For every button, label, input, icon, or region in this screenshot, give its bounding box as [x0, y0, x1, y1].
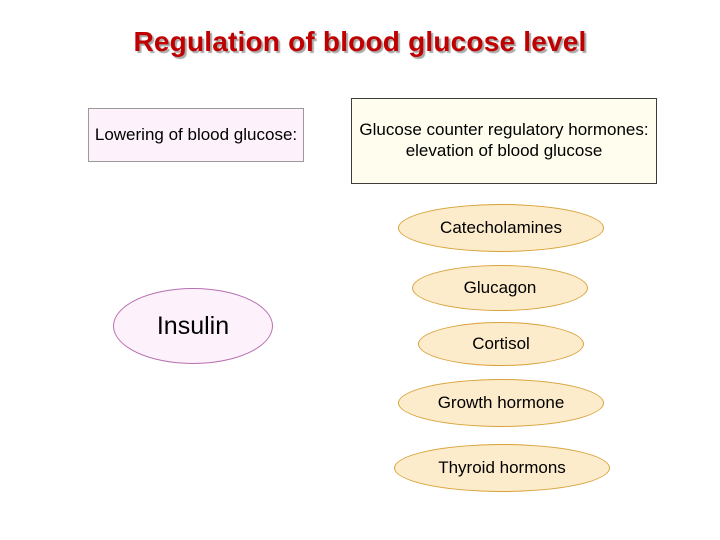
hormone-ellipse-cortisol: Cortisol — [418, 322, 584, 366]
hormone-label-thyroid-hormons: Thyroid hormons — [438, 458, 566, 477]
hormone-label-growth-hormone: Growth hormone — [437, 393, 565, 412]
counter-regulatory-box: Glucose counter regulatory hormones: ele… — [351, 98, 657, 184]
lowering-glucose-box: Lowering of blood glucose: — [88, 108, 304, 162]
hormone-ellipse-insulin: Insulin — [113, 288, 273, 364]
lowering-glucose-label: Lowering of blood glucose: — [94, 124, 298, 144]
hormone-ellipse-thyroid-hormons: Thyroid hormons — [394, 444, 610, 492]
hormone-ellipse-glucagon: Glucagon — [412, 265, 588, 311]
hormone-label-insulin: Insulin — [156, 311, 230, 340]
hormone-label-cortisol: Cortisol — [472, 334, 530, 353]
hormone-ellipse-catecholamines: Catecholamines — [398, 204, 604, 252]
counter-regulatory-label: Glucose counter regulatory hormones: ele… — [359, 120, 649, 160]
hormone-label-glucagon: Glucagon — [463, 278, 537, 297]
page-title: Regulation of blood glucose level — [133, 26, 587, 57]
hormone-ellipse-growth-hormone: Growth hormone — [398, 379, 604, 427]
hormone-label-catecholamines: Catecholamines — [440, 218, 562, 237]
